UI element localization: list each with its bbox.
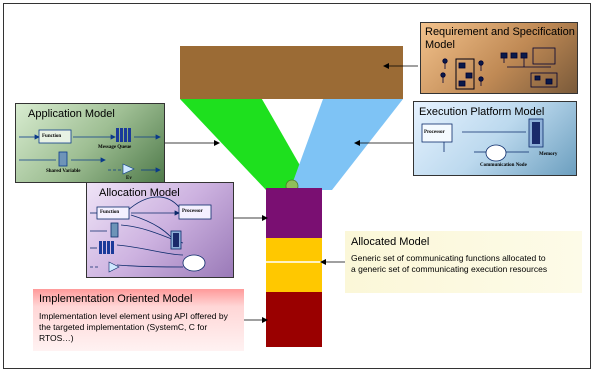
stack-yellow (266, 238, 322, 292)
allocation-model-title: Allocation Model (99, 187, 180, 199)
app-function-label: Function (42, 134, 62, 139)
allocated-model-title: Allocated Model (351, 236, 430, 248)
exec-processor-label: Processor (424, 130, 445, 135)
funnel-blue-arm (290, 99, 403, 190)
requirement-model-title-line2: Model (425, 39, 455, 51)
implementation-model-text: Implementation level element using API o… (39, 311, 228, 343)
stack-red (266, 292, 322, 347)
app-message-queue-label: Message Queue (98, 145, 132, 150)
requirement-diagram-icon (440, 47, 558, 90)
alloc-function-label: Function (100, 210, 120, 215)
execution-diagram-icon (421, 118, 544, 162)
execution-platform-title: Execution Platform Model (419, 106, 545, 118)
allocation-diagram-icon (90, 196, 212, 273)
implementation-model-note: Implementation Oriented Model Implementa… (33, 289, 244, 351)
execution-platform-model-box: Execution Platform Model Processor Memor… (413, 101, 577, 176)
app-ev-label: Ev (126, 176, 132, 181)
stack-purple (266, 188, 322, 238)
allocation-model-box: Allocation Model Function Processor (86, 182, 234, 278)
application-diagram-icon (19, 128, 161, 175)
exec-memory-label: Memory (539, 152, 558, 157)
application-model-box: Application Model Function Message Queue… (15, 103, 165, 183)
funnel-top-bar (180, 46, 403, 99)
alloc-processor-label: Processor (182, 209, 203, 214)
app-shared-variable-label: Shared Variable (46, 169, 81, 174)
implementation-model-title: Implementation Oriented Model (39, 293, 193, 305)
requirement-model-box: Requirement and Specification Model (420, 22, 578, 94)
slide-frame (3, 3, 591, 369)
allocated-model-note: Allocated Model Generic set of communica… (345, 231, 582, 293)
exec-comm-node-label: Communication Node (480, 163, 527, 168)
funnel-green-arm (180, 99, 314, 190)
allocated-model-text: Generic set of communicating functions a… (351, 253, 548, 274)
funnel-center-gap (262, 99, 323, 152)
requirement-model-title-line1: Requirement and Specification (425, 26, 575, 38)
application-model-title: Application Model (28, 108, 115, 120)
